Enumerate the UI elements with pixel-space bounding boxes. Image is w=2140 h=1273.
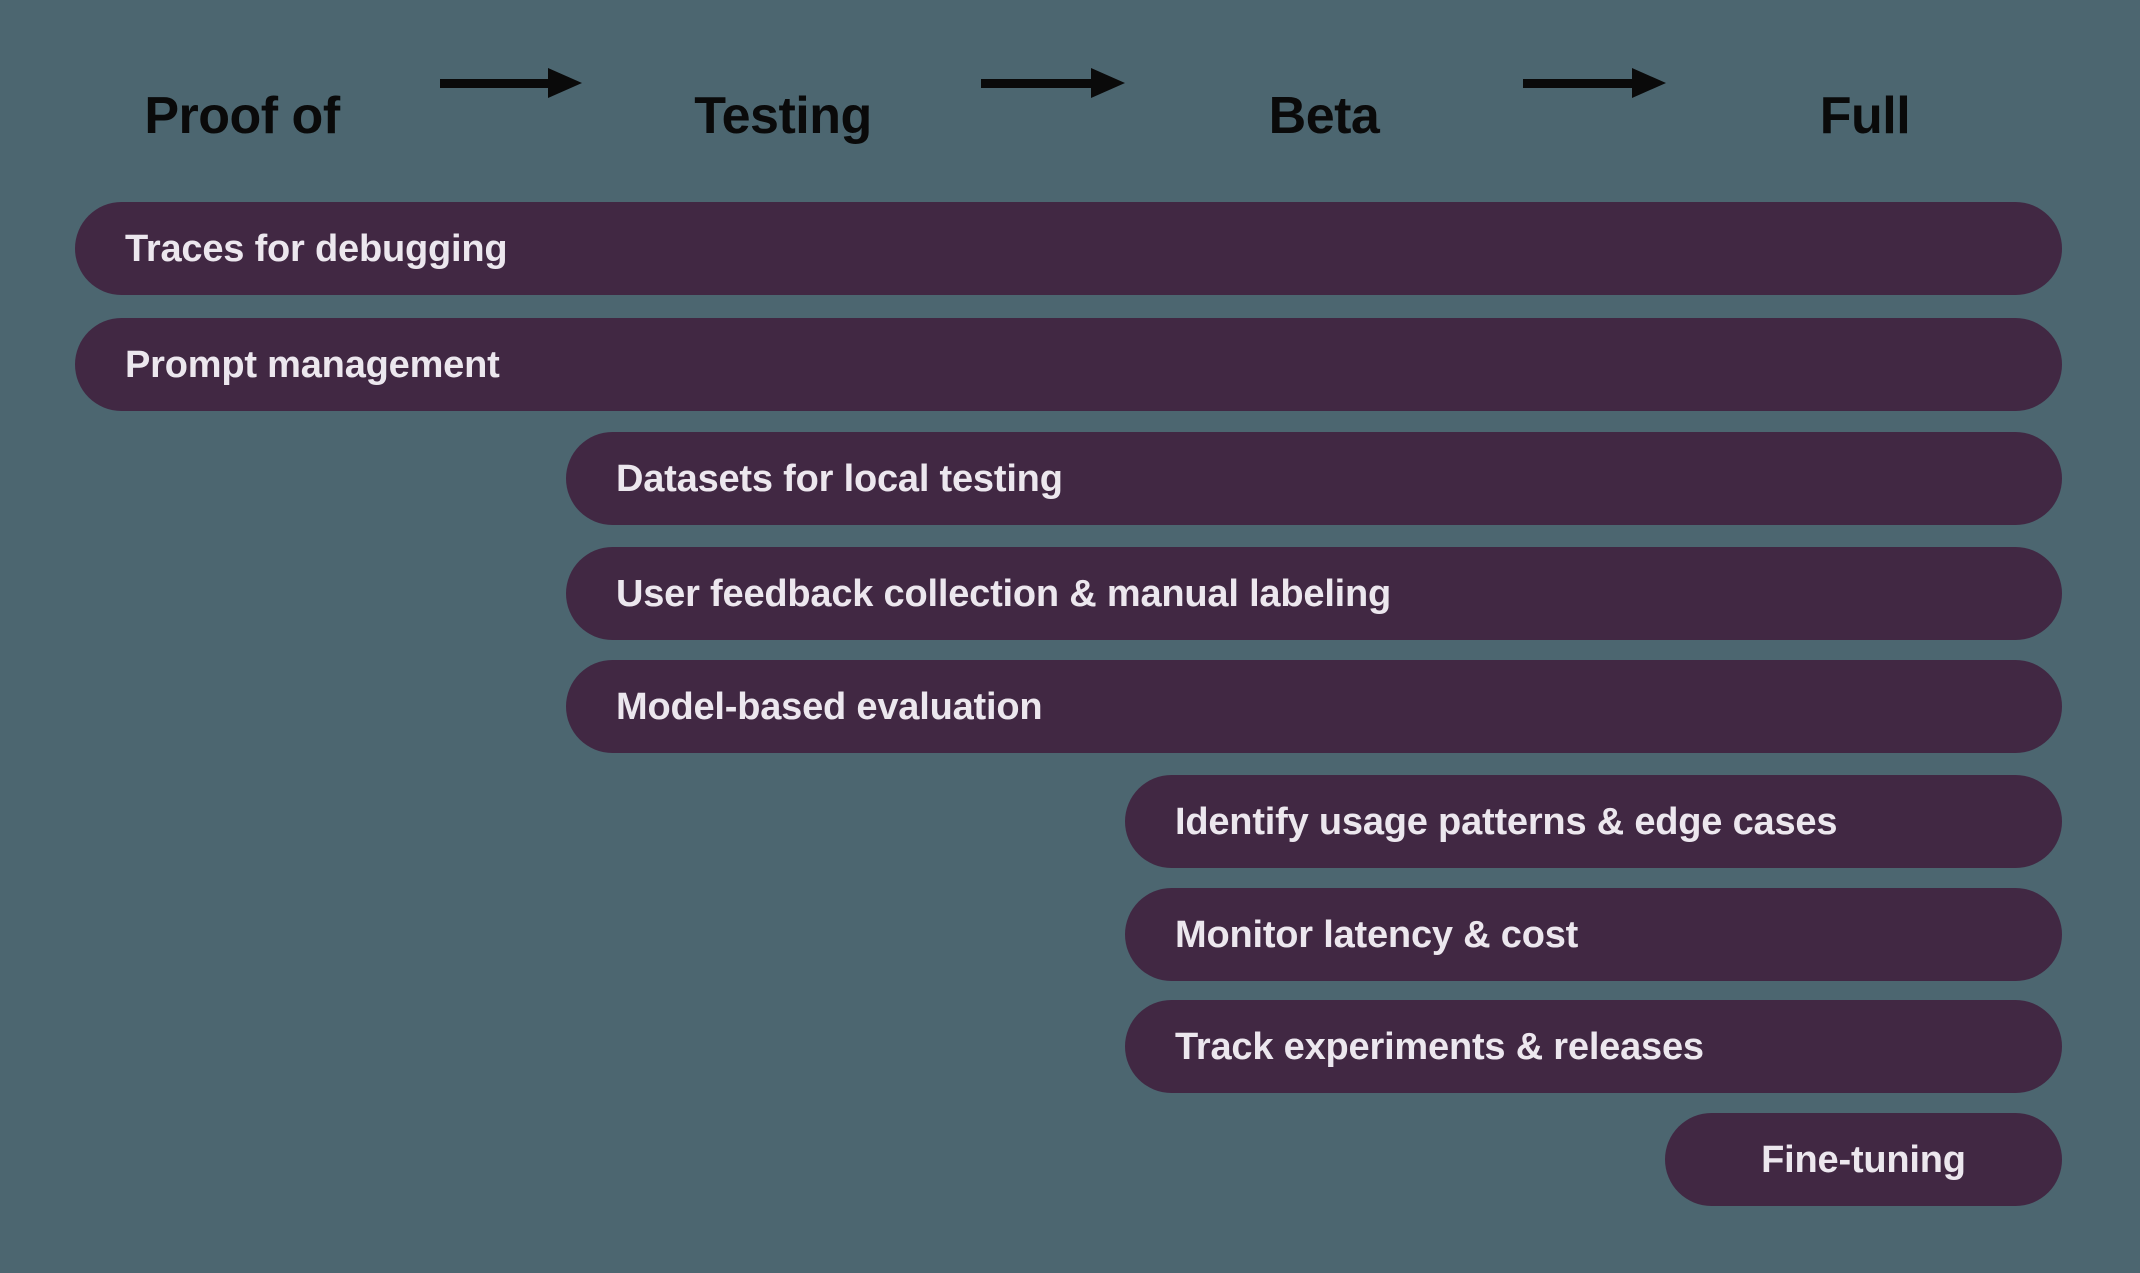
capability-label: Identify usage patterns & edge cases <box>1175 800 1838 843</box>
capability-bar-prompt-management[interactable]: Prompt management <box>75 318 2062 411</box>
arrow-right-icon <box>981 68 1125 98</box>
capability-bar-traces-for-debugging[interactable]: Traces for debugging <box>75 202 2062 295</box>
stage-label-beta-launch: Beta launch <box>1154 14 1494 354</box>
arrow-shaft <box>1523 79 1636 88</box>
stage-label-full-rollout: Full rollout <box>1695 14 2035 354</box>
stage-label-line-1: Proof of <box>144 87 340 145</box>
capability-bar-identify-usage-patterns[interactable]: Identify usage patterns & edge cases <box>1125 775 2062 868</box>
capability-label: User feedback collection & manual labeli… <box>616 572 1392 615</box>
stage-label-line-1: Full <box>1819 87 1911 145</box>
capability-bar-user-feedback-collection[interactable]: User feedback collection & manual labeli… <box>566 547 2062 640</box>
capability-label: Traces for debugging <box>125 227 508 270</box>
arrow-shaft <box>440 79 552 88</box>
capability-label: Monitor latency & cost <box>1175 913 1579 956</box>
stage-label-testing-staging: Testing & staging <box>613 14 953 354</box>
capability-label: Model-based evaluation <box>616 685 1043 728</box>
capability-label: Datasets for local testing <box>616 457 1063 500</box>
stage-label-proof-of-concept: Proof of concept <box>72 14 412 354</box>
capability-label: Track experiments & releases <box>1175 1025 1704 1068</box>
stage-label-line-1: Beta <box>1268 87 1380 145</box>
capability-bar-datasets-for-local-testing[interactable]: Datasets for local testing <box>566 432 2062 525</box>
capability-bar-monitor-latency-cost[interactable]: Monitor latency & cost <box>1125 888 2062 981</box>
arrow-head <box>1632 68 1666 98</box>
arrow-head <box>1091 68 1125 98</box>
stage-label-line-1: Testing <box>694 87 872 145</box>
capability-bar-fine-tuning[interactable]: Fine-tuning <box>1665 1113 2062 1206</box>
arrow-shaft <box>981 79 1095 88</box>
arrow-head <box>548 68 582 98</box>
capability-label: Prompt management <box>125 343 500 386</box>
capability-bar-model-based-evaluation[interactable]: Model-based evaluation <box>566 660 2062 753</box>
capability-label: Fine-tuning <box>1761 1138 1966 1181</box>
capability-bar-track-experiments-releases[interactable]: Track experiments & releases <box>1125 1000 2062 1093</box>
arrow-right-icon <box>1523 68 1666 98</box>
arrow-right-icon <box>440 68 582 98</box>
